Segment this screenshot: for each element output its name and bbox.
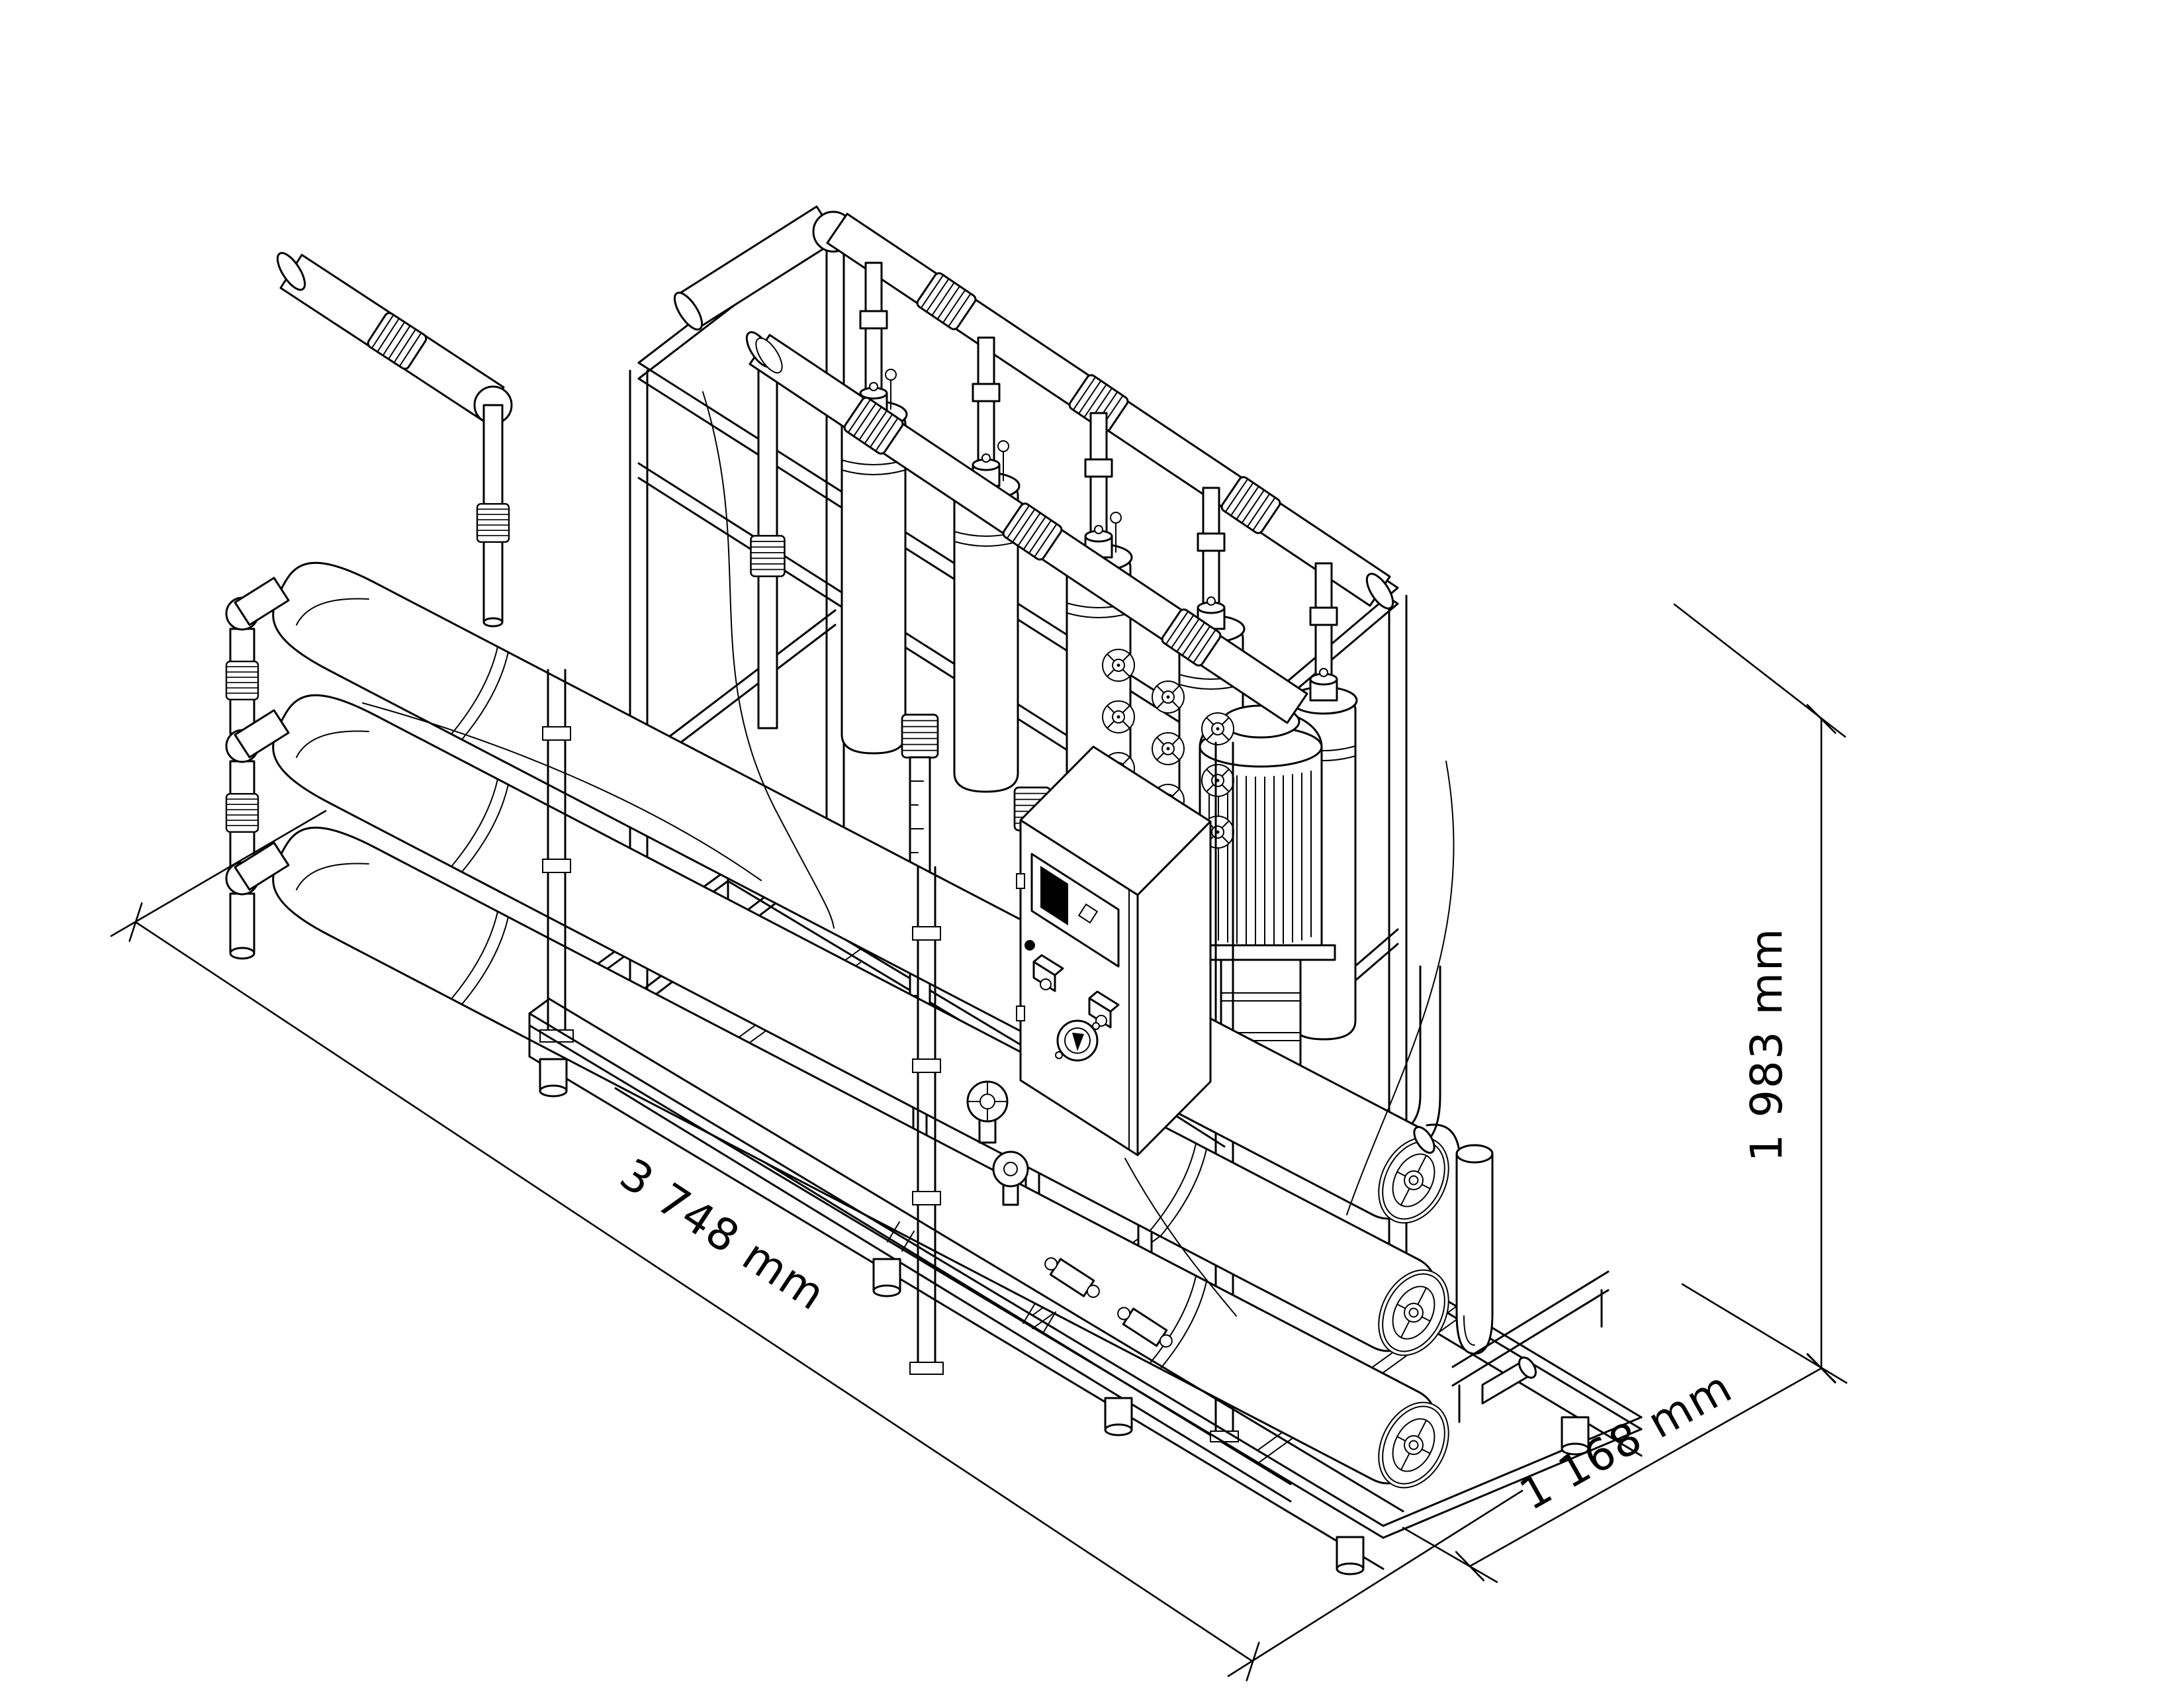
height-dimension-label: 1 983 mm xyxy=(1741,927,1792,1162)
base-skid-front xyxy=(528,998,1643,1575)
depth-dimension-label: 1 168 mm xyxy=(1512,1361,1741,1521)
control-panel xyxy=(1016,745,1237,1317)
top-front-manifold-piping xyxy=(745,331,1308,729)
vessel-end-cap xyxy=(1378,1401,1449,1489)
panel-display xyxy=(1030,853,1120,968)
left-end-piping xyxy=(225,577,290,960)
top-rear-manifold-piping xyxy=(673,205,1394,610)
feed-pipe-top-left xyxy=(276,252,513,628)
riser-pipe-right xyxy=(1400,965,1441,1147)
vessel-end-cap xyxy=(1378,1137,1449,1224)
vessel-end-cap xyxy=(1378,1269,1449,1356)
cables xyxy=(362,391,1455,1215)
rotary-knob xyxy=(1055,1019,1100,1062)
panel-cable xyxy=(1124,1158,1237,1317)
toggle-switch xyxy=(1032,954,1064,992)
valves-and-fittings xyxy=(966,1080,1173,1348)
right-end-piping xyxy=(1413,1123,1537,1405)
indicator-light xyxy=(1024,940,1035,951)
